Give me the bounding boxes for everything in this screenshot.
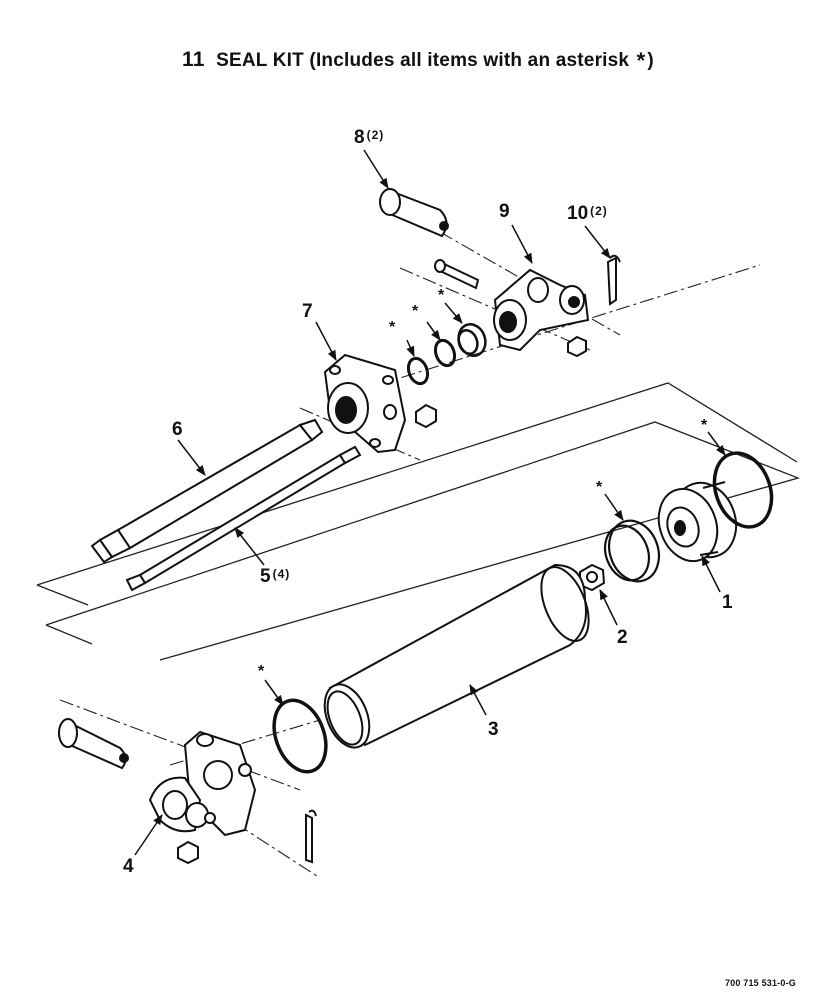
- callout-5: 5(4): [260, 566, 291, 587]
- cap-cotter-pin: [305, 809, 317, 864]
- clevis-nut: [567, 335, 587, 358]
- clevis-pin-part-8: [379, 188, 449, 238]
- cap-end-part-4: [148, 730, 257, 837]
- callout-7: 7: [302, 301, 313, 322]
- diagram-title: 11 SEAL KIT (Includes all items with an …: [0, 46, 836, 73]
- leader-arrows: [134, 149, 726, 856]
- tie-rod-part-5: [125, 445, 362, 592]
- piston-rod-part-6: [90, 418, 324, 564]
- cylinder-tube-part-3: [323, 563, 590, 749]
- cotter-pin-part-10: [606, 254, 621, 306]
- rod-head-nut: [415, 403, 437, 429]
- callout-5-qty: (4): [272, 567, 291, 581]
- seal-kit-description: SEAL KIT (Includes all items with an ast…: [216, 50, 630, 71]
- callout-1: 1: [722, 592, 733, 613]
- cap-nut: [177, 840, 199, 865]
- asterisk-rod-seal-1: *: [389, 319, 396, 336]
- title-close-paren: ): [647, 50, 654, 71]
- asterisk-piston-seal: *: [701, 417, 708, 434]
- callout-10-qty: (2): [590, 204, 608, 218]
- callout-3: 3: [488, 719, 499, 740]
- title-asterisk: *: [636, 48, 646, 73]
- callout-4: 4: [123, 856, 134, 877]
- cap-pin: [58, 718, 129, 770]
- rod-wiper: [457, 323, 487, 357]
- asterisk-wear-ring: *: [596, 479, 603, 496]
- piston-part-1: [657, 481, 738, 563]
- cap-seal-ring: [272, 698, 328, 774]
- asterisk-cap-seal: *: [258, 663, 265, 680]
- callout-6: 6: [172, 419, 183, 440]
- callout-8-qty: (2): [366, 128, 385, 142]
- callout-10: 10(2): [567, 203, 608, 224]
- wear-ring: [603, 519, 661, 583]
- seal-kit-item-number: 11: [182, 48, 205, 71]
- rod-head-part-7: [323, 353, 407, 454]
- drawing-code: 700 715 531-0-G: [724, 978, 796, 988]
- callout-2: 2: [617, 627, 628, 648]
- piston-seal-ring: [712, 451, 774, 529]
- rod-clevis-part-9: [493, 268, 590, 352]
- asterisk-rod-seal-2: *: [412, 303, 419, 320]
- asterisk-rod-wiper: *: [438, 287, 445, 304]
- callout-9: 9: [499, 201, 510, 222]
- clevis-bolt: [434, 259, 480, 290]
- callout-8: 8(2): [354, 127, 385, 148]
